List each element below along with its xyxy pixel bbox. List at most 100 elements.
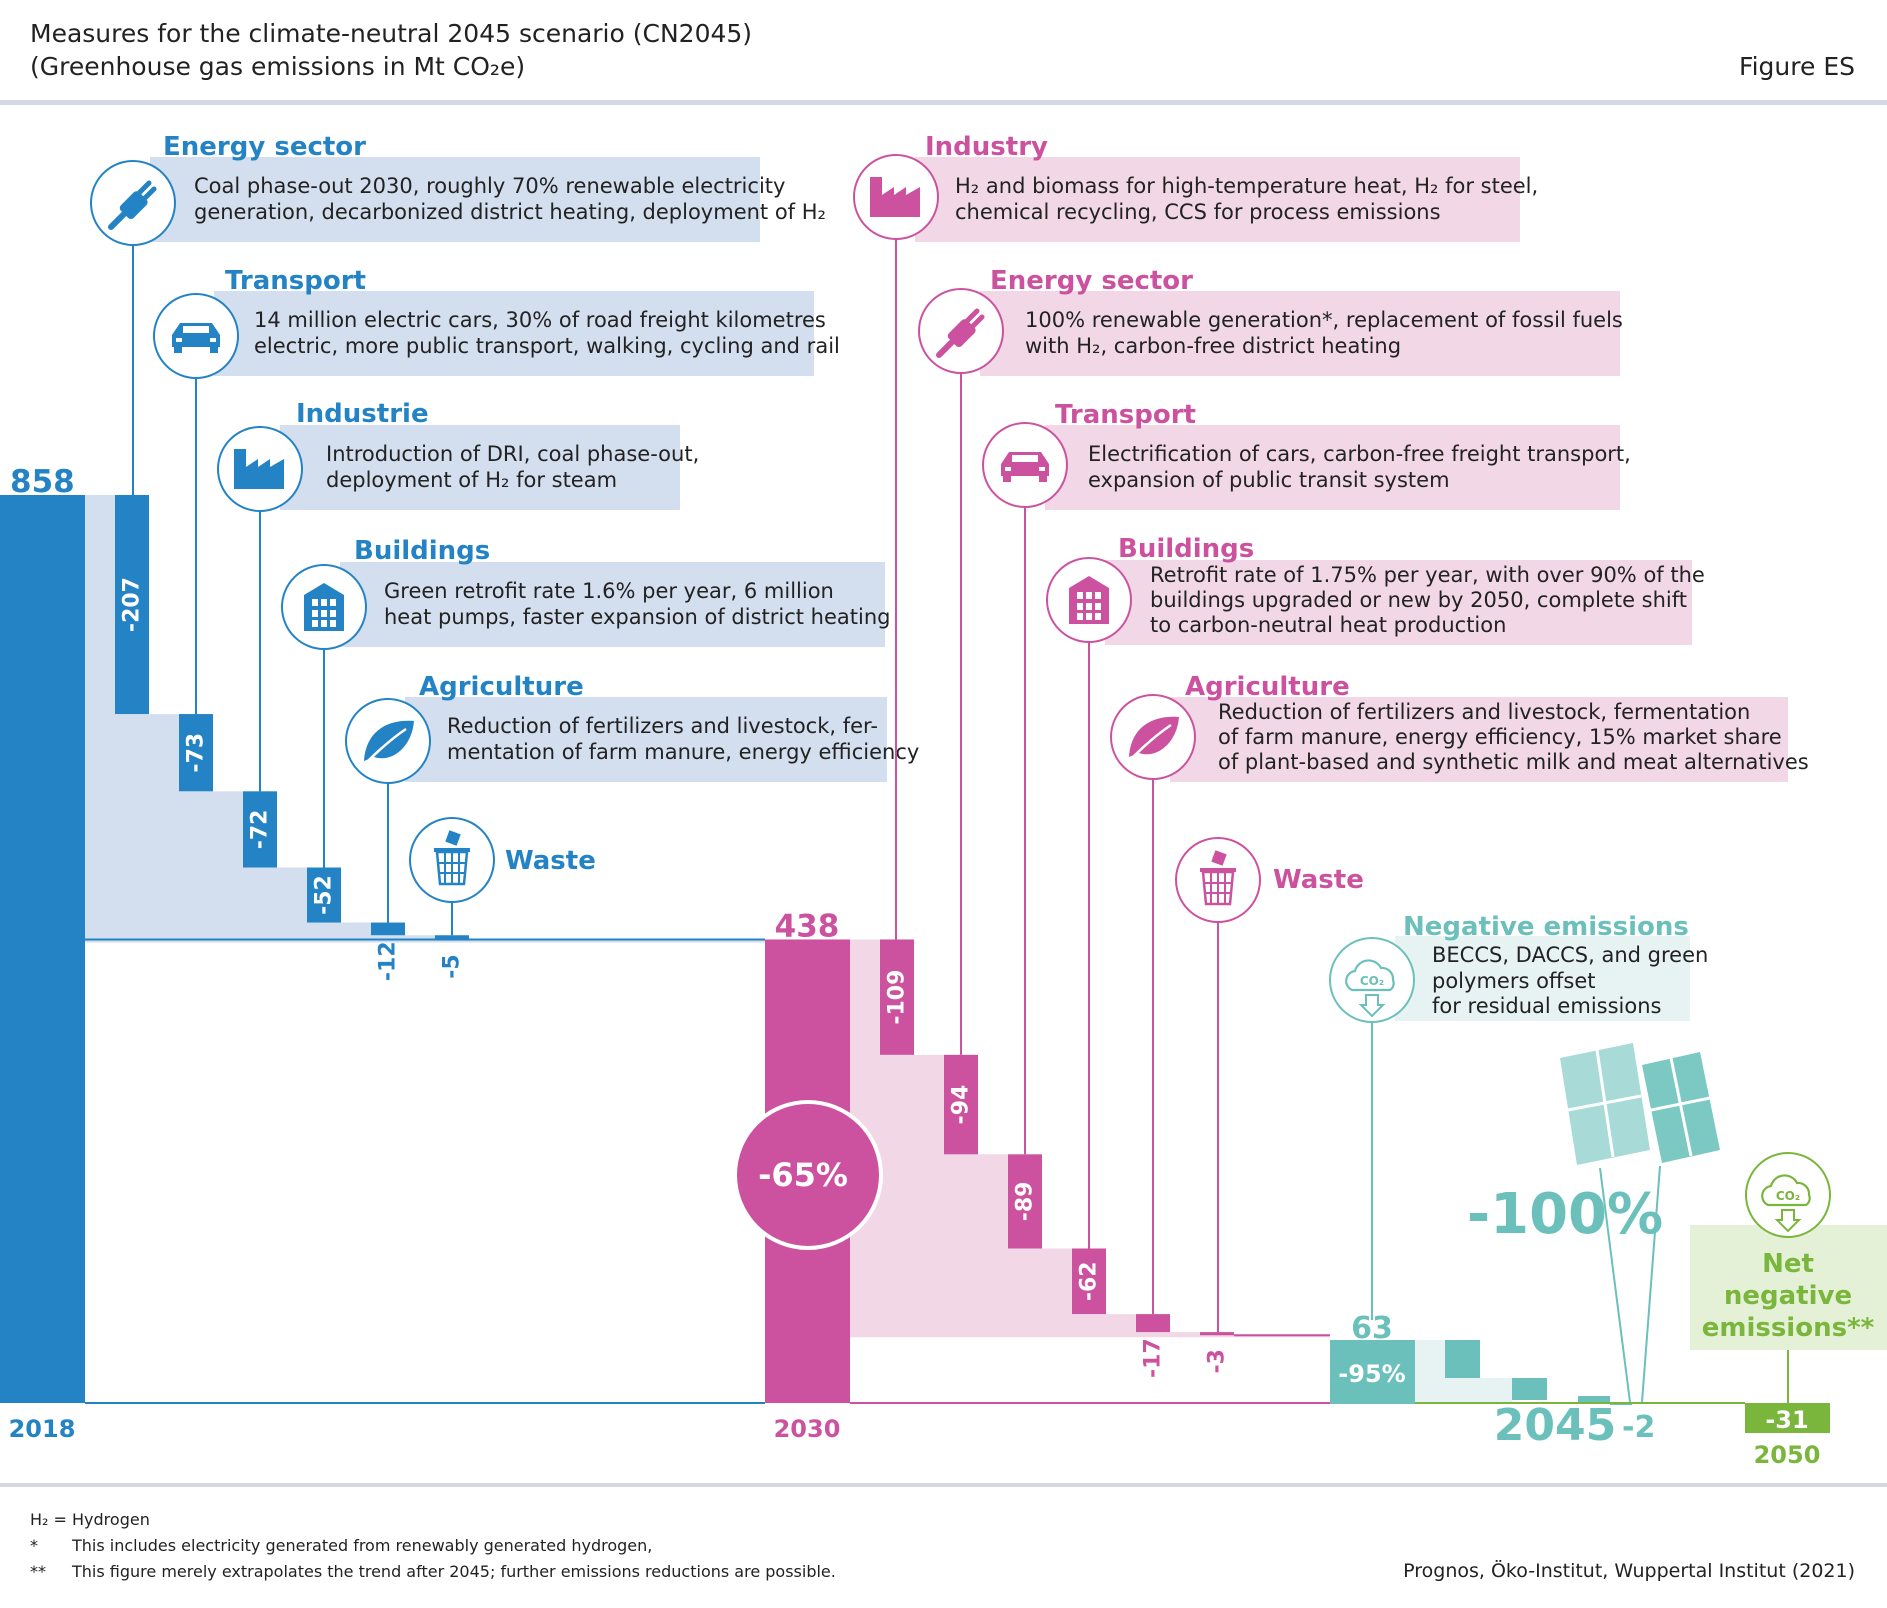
- factory-shape: [234, 449, 284, 489]
- negative-step-3: [1578, 1396, 1610, 1404]
- year-label-2050: 2050: [1754, 1441, 1821, 1469]
- callout-box: [980, 291, 1620, 376]
- waste-paper: [445, 830, 461, 846]
- callout-text: Green retrofit rate 1.6% per year, 6 mil…: [384, 579, 834, 603]
- building-window: [1077, 613, 1083, 620]
- plug-cable: [936, 339, 955, 358]
- building-window: [1095, 592, 1101, 599]
- co2-icon-label: CO₂: [1776, 1189, 1800, 1203]
- plug-body: [119, 191, 148, 220]
- callout-text: Reduction of fertilizers and livestock, …: [447, 714, 878, 738]
- net-negative-label-2: negative: [1724, 1281, 1852, 1311]
- car-light: [210, 338, 216, 342]
- car-light: [1005, 467, 1011, 471]
- callout-text: to carbon-neutral heat production: [1150, 613, 1506, 637]
- footer-rule: [0, 1483, 1887, 1487]
- footnote-doublestar-mark: **: [30, 1562, 46, 1581]
- net-negative-label-1: Net: [1762, 1249, 1814, 1279]
- car-icon: [153, 293, 239, 379]
- sector-title: Buildings: [354, 536, 490, 566]
- negative-step-1: [1445, 1340, 1480, 1378]
- leaf-icon: [345, 698, 431, 784]
- sector-title: Energy sector: [990, 266, 1193, 296]
- bar-energy-sector-2030: [115, 495, 149, 715]
- leaf-icon: [1110, 694, 1196, 780]
- negative-emissions-callout-box: [1395, 936, 1690, 1021]
- bar-value-label: -109: [885, 970, 910, 1025]
- callout-box: [150, 157, 760, 242]
- building-window: [321, 610, 327, 617]
- building-window: [321, 620, 327, 627]
- footnote-doublestar-text: This figure merely extrapolates the tren…: [71, 1562, 836, 1581]
- callout-text: mentation of farm manure, energy efficie…: [447, 740, 919, 764]
- car-window: [183, 326, 209, 333]
- bar-value-label: -89: [1013, 1182, 1038, 1222]
- sector-title: Agriculture: [1185, 672, 1350, 702]
- sector-title: Buildings: [1118, 534, 1254, 564]
- building-window: [312, 610, 318, 617]
- bin-grid: [1204, 872, 1232, 904]
- net-negative-label-3: emissions**: [1702, 1313, 1875, 1343]
- year-2050-group: Net negative emissions** CO₂ -31 2050: [1690, 1152, 1887, 1469]
- building-window: [1077, 603, 1083, 610]
- bar-2018: [0, 495, 85, 1403]
- bar-buildings-2030: [307, 867, 341, 923]
- negative-step-2: [1512, 1378, 1547, 1400]
- co2-cloud-icon: CO₂: [1745, 1152, 1831, 1238]
- co2-cloud-icon: CO₂: [1329, 937, 1415, 1023]
- callout-text: electric, more public transport, walking…: [254, 334, 840, 358]
- bar-value-label: -3: [1205, 1349, 1230, 1373]
- callout-text: generation, decarbonized district heatin…: [194, 200, 826, 224]
- year-2045-value-label: -2: [1622, 1410, 1655, 1445]
- callout-text: expansion of public transit system: [1088, 468, 1450, 492]
- callout-box: [1045, 425, 1620, 510]
- callout-text: Retrofit rate of 1.75% per year, with ov…: [1150, 563, 1705, 587]
- car-light: [1039, 467, 1045, 471]
- callout-box: [1170, 697, 1788, 782]
- negative-emissions-text-2: polymers offset: [1432, 969, 1595, 993]
- callout-text: chemical recycling, CCS for process emis…: [955, 200, 1441, 224]
- bin-rim: [434, 848, 470, 852]
- callout-text: heat pumps, faster expansion of district…: [384, 605, 890, 629]
- leaf-vein: [1130, 723, 1172, 760]
- bar-agriculture-2030: [371, 922, 405, 936]
- callout-text: Reduction of fertilizers and livestock, …: [1218, 700, 1750, 724]
- bar-value-label: -72: [248, 810, 273, 850]
- waste-bin-icon: [409, 817, 495, 903]
- bar-industry-2045: [880, 939, 914, 1055]
- bar-2050: [1745, 1403, 1830, 1433]
- net-negative-box: [1690, 1225, 1887, 1350]
- building-window: [1077, 592, 1083, 599]
- sector-title: Energy sector: [163, 132, 366, 162]
- callout-text: H₂ and biomass for high-temperature heat…: [955, 174, 1538, 198]
- callout-text: with H₂, carbon-free district heating: [1025, 334, 1401, 358]
- factory-shape: [870, 177, 920, 217]
- bar-2018-value-label: 858: [10, 464, 75, 500]
- year-label-2045: 2045: [1494, 1400, 1616, 1451]
- sector-title: Waste: [505, 846, 596, 876]
- building-window: [1086, 613, 1092, 620]
- bar-transport-2045: [1008, 1154, 1042, 1249]
- bar-value-label: -62: [1077, 1261, 1102, 1301]
- bar-2030-value-label: 438: [775, 908, 840, 944]
- footnote-h2: H₂ = Hydrogen: [30, 1510, 150, 1529]
- callout-text: 100% renewable generation*, replacement …: [1025, 308, 1623, 332]
- building-shape: [304, 583, 344, 631]
- callout-box: [405, 697, 887, 782]
- plug-cable: [108, 211, 127, 230]
- plug-prongs: [134, 180, 157, 204]
- bar-value-label: -17: [1141, 1338, 1166, 1378]
- callout-text: buildings upgraded or new by 2050, compl…: [1150, 588, 1687, 612]
- building-icon: [281, 564, 367, 650]
- reduction-label-2030: -65%: [758, 1156, 848, 1194]
- callout-box: [340, 562, 885, 647]
- negative-emissions-title: Negative emissions: [1403, 912, 1689, 942]
- footnote-star-mark: *: [30, 1536, 38, 1555]
- bar-value-label: -5: [440, 954, 465, 978]
- car-wheel: [1003, 476, 1011, 482]
- bar-value-label: -207: [120, 577, 145, 632]
- building-window: [1086, 603, 1092, 610]
- building-icon: [1046, 557, 1132, 643]
- building-window: [330, 599, 336, 606]
